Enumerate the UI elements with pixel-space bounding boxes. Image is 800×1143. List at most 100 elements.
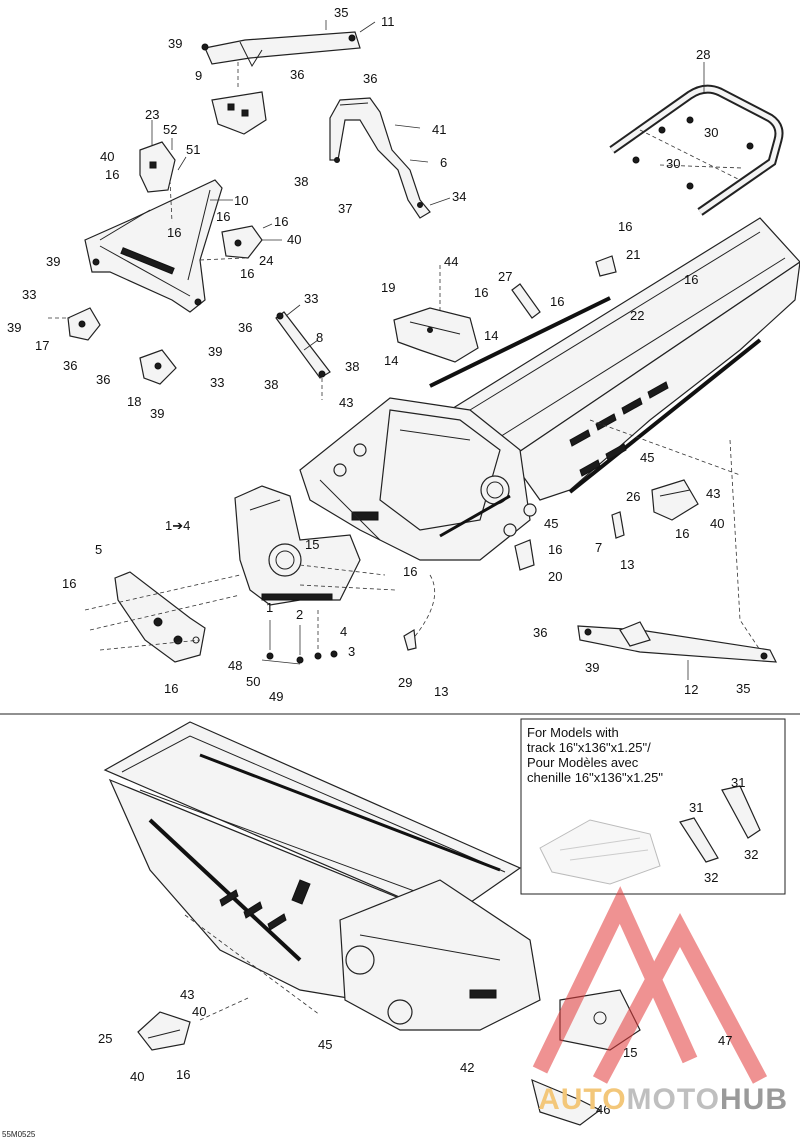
note-text-block: For Models with track 16"x136"x1.25"/ Po… — [527, 725, 663, 785]
callout-36: 36 — [290, 67, 304, 82]
callout-47: 47 — [718, 1033, 732, 1048]
callout-16: 16 — [216, 209, 230, 224]
part-26-bracket — [651, 479, 699, 521]
callout-16: 16 — [62, 576, 76, 591]
callout-16: 16 — [240, 266, 254, 281]
callout-39: 39 — [585, 660, 599, 675]
part-7-bracket — [611, 511, 625, 539]
assembly-range-label: 1➔4 — [165, 518, 190, 533]
callout-38: 38 — [345, 359, 359, 374]
callout-31: 31 — [689, 800, 703, 815]
callout-43: 43 — [706, 486, 720, 501]
callout-35: 35 — [334, 5, 348, 20]
callout-labels-lower: 43 40 25 40 16 45 42 15 47 46 31 31 32 3… — [98, 775, 758, 1117]
watermark-part-2: MOTO — [626, 1083, 720, 1116]
part-18-bracket — [139, 349, 177, 385]
tunnel-slots — [569, 381, 669, 477]
note-track-sketch — [539, 819, 661, 885]
callout-5: 5 — [95, 542, 102, 557]
callout-38: 38 — [294, 174, 308, 189]
part-6-hoop — [329, 97, 431, 219]
callout-44: 44 — [444, 254, 458, 269]
note-line-3: Pour Modèles avec — [527, 755, 639, 770]
callout-43: 43 — [180, 987, 194, 1002]
callout-38: 38 — [264, 377, 278, 392]
callout-29: 29 — [398, 675, 412, 690]
callout-4: 4 — [340, 624, 347, 639]
watermark-logo-graphic — [532, 886, 768, 1084]
callout-45: 45 — [318, 1037, 332, 1052]
callout-36: 36 — [63, 358, 77, 373]
part-27-bracket — [511, 283, 541, 319]
callout-40: 40 — [710, 516, 724, 531]
callout-1: 1 — [266, 600, 273, 615]
callout-16: 16 — [618, 219, 632, 234]
note-box — [520, 718, 786, 895]
callout-42: 42 — [460, 1060, 474, 1075]
callout-16: 16 — [167, 225, 181, 240]
callout-43: 43 — [339, 395, 353, 410]
part-17-bracket — [67, 307, 101, 341]
callout-16: 16 — [274, 214, 288, 229]
lower-slots — [219, 879, 311, 931]
callout-6: 6 — [440, 155, 447, 170]
part-9-bracket — [211, 91, 267, 135]
callout-36: 36 — [96, 372, 110, 387]
callout-31: 31 — [731, 775, 745, 790]
callout-15: 15 — [305, 537, 319, 552]
callout-16: 16 — [684, 272, 698, 287]
part-46-skid — [531, 1078, 602, 1126]
callout-51: 51 — [186, 142, 200, 157]
callout-17: 17 — [35, 338, 49, 353]
part-15-front-cradle — [234, 485, 361, 606]
callout-50: 50 — [246, 674, 260, 689]
callout-52: 52 — [163, 122, 177, 137]
callout-36: 36 — [238, 320, 252, 335]
watermark-part-1: AUTO — [538, 1083, 627, 1116]
callout-48: 48 — [228, 658, 242, 673]
part-12-rail — [577, 621, 778, 663]
note-part-31a — [721, 785, 761, 839]
main-chassis-upper — [299, 217, 800, 561]
callout-8: 8 — [316, 330, 323, 345]
callout-13: 13 — [620, 557, 634, 572]
callout-45: 45 — [640, 450, 654, 465]
part-8-strut — [275, 311, 331, 379]
callout-7: 7 — [595, 540, 602, 555]
callout-14: 14 — [484, 328, 498, 343]
callout-12: 12 — [684, 682, 698, 697]
callout-49: 49 — [269, 689, 283, 704]
part-29-link — [403, 574, 436, 651]
callout-40: 40 — [100, 149, 114, 164]
callout-10: 10 — [234, 193, 248, 208]
callout-labels-upper: 35 11 39 36 9 36 41 6 38 37 34 28 30 30 … — [7, 5, 750, 704]
callout-19: 19 — [381, 280, 395, 295]
callout-22: 22 — [630, 308, 644, 323]
callout-39: 39 — [46, 254, 60, 269]
callout-16: 16 — [403, 564, 417, 579]
callout-33: 33 — [22, 287, 36, 302]
note-line-4: chenille 16"x136"x1.25" — [527, 770, 663, 785]
callout-18: 18 — [127, 394, 141, 409]
watermark-logo: AUTOMOTOHUB — [538, 1083, 788, 1117]
callout-41: 41 — [432, 122, 446, 137]
callout-45: 45 — [544, 516, 558, 531]
callout-2: 2 — [296, 607, 303, 622]
callout-26: 26 — [626, 489, 640, 504]
callout-9: 9 — [195, 68, 202, 83]
callout-28: 28 — [696, 47, 710, 62]
part-20-bracket — [514, 539, 535, 571]
callout-25: 25 — [98, 1031, 112, 1046]
part-23-bracket — [139, 141, 176, 193]
callout-40: 40 — [192, 1004, 206, 1019]
callout-39: 39 — [150, 406, 164, 421]
watermark-part-3: HUB — [720, 1083, 788, 1116]
callout-24: 24 — [259, 253, 273, 268]
callout-40: 40 — [287, 232, 301, 247]
callout-16: 16 — [105, 167, 119, 182]
part-10-front-frame — [84, 179, 223, 313]
part-24-bracket — [221, 225, 263, 259]
callout-32: 32 — [704, 870, 718, 885]
callout-16: 16 — [675, 526, 689, 541]
